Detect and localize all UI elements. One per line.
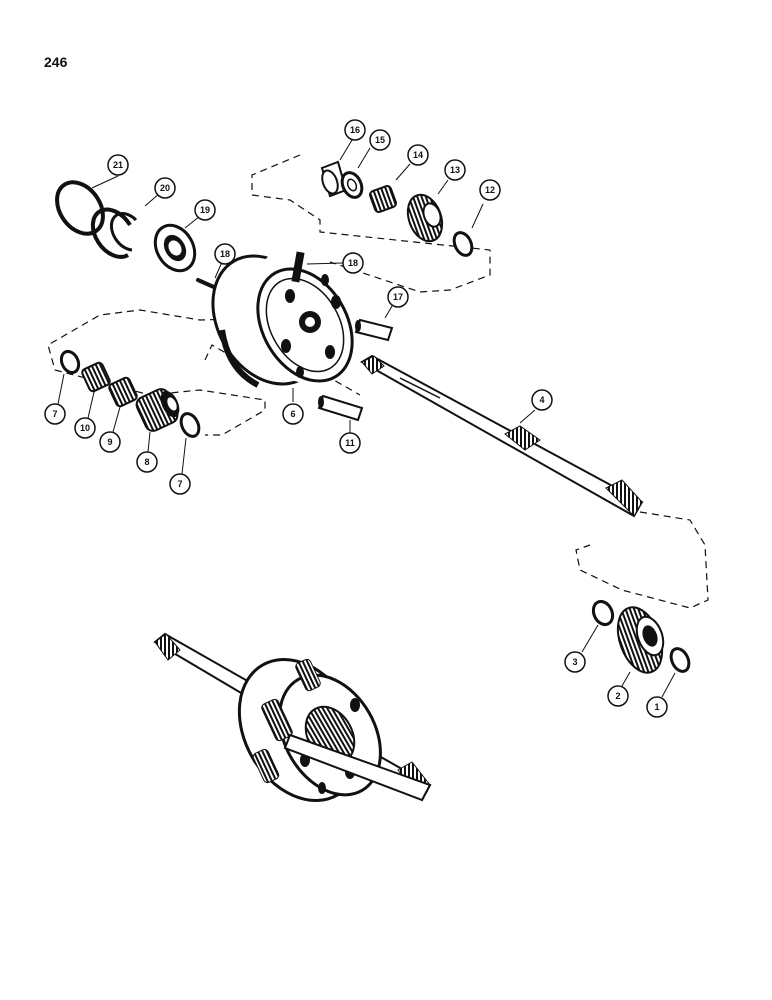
svg-text:1: 1 — [654, 702, 659, 712]
callout-3: 3 — [564, 651, 586, 673]
pinion-shaft-11 — [317, 394, 364, 433]
svg-text:18: 18 — [220, 249, 230, 259]
callout-9: 9 — [99, 431, 121, 453]
washer-7-upper — [57, 349, 81, 405]
svg-text:17: 17 — [393, 292, 403, 302]
svg-text:20: 20 — [160, 183, 170, 193]
callout-1: 1 — [646, 696, 668, 718]
callout-19: 19 — [194, 199, 216, 221]
svg-text:9: 9 — [107, 437, 112, 447]
washer-3 — [581, 599, 615, 653]
svg-text:11: 11 — [345, 438, 355, 448]
retaining-ring-21 — [55, 175, 119, 236]
svg-text:4: 4 — [539, 395, 544, 405]
callout-2: 2 — [607, 685, 629, 707]
callout-18-carrier: 18 — [306, 252, 364, 274]
callout-16: 16 — [344, 119, 366, 141]
svg-text:16: 16 — [350, 125, 360, 135]
callout-11: 11 — [339, 432, 361, 454]
svg-text:13: 13 — [450, 165, 460, 175]
svg-text:15: 15 — [375, 135, 385, 145]
callout-8: 8 — [136, 451, 158, 473]
callout-17: 17 — [387, 286, 409, 308]
needle-bearing-10 — [81, 361, 111, 419]
callout-10: 10 — [74, 417, 96, 439]
svg-text:12: 12 — [485, 185, 495, 195]
pinion-shaft-17 — [354, 305, 394, 342]
svg-text:7: 7 — [52, 409, 57, 419]
needle-bearing-14 — [369, 163, 411, 213]
callout-6: 6 — [282, 403, 304, 425]
dashed-grouping-lines — [47, 154, 709, 609]
callout-7-lower: 7 — [169, 473, 191, 495]
svg-text:18: 18 — [348, 258, 358, 268]
callout-15: 15 — [369, 129, 391, 151]
washer-12 — [452, 203, 484, 257]
callout-7-upper: 7 — [44, 403, 66, 425]
svg-text:8: 8 — [144, 457, 149, 467]
svg-text:6: 6 — [290, 409, 295, 419]
svg-text:10: 10 — [80, 423, 90, 433]
svg-text:21: 21 — [113, 160, 123, 170]
output-shaft-4 — [360, 354, 644, 518]
washer-15 — [340, 147, 371, 199]
gear-13 — [406, 179, 449, 243]
callout-12: 12 — [479, 179, 501, 201]
sun-gear-2 — [616, 606, 665, 687]
svg-text:19: 19 — [200, 205, 210, 215]
callout-21: 21 — [107, 154, 129, 176]
planet-carrier-6 — [211, 251, 354, 402]
snap-ring-1 — [661, 647, 691, 698]
svg-text:2: 2 — [615, 691, 620, 701]
needle-bearing-9 — [108, 376, 138, 433]
callout-13: 13 — [444, 159, 466, 181]
callout-14: 14 — [407, 144, 429, 166]
assembled-planetary-unit — [153, 632, 432, 803]
planet-gear-8 — [135, 388, 180, 453]
svg-text:7: 7 — [177, 479, 182, 489]
callout-18-pin: 18 — [214, 243, 236, 265]
callout-20: 20 — [154, 177, 176, 199]
washer-7-lower — [179, 412, 201, 475]
pin-18 — [196, 261, 223, 290]
page-number: 246 — [44, 54, 68, 70]
svg-text:14: 14 — [413, 150, 423, 160]
svg-text:3: 3 — [572, 657, 577, 667]
callout-4: 4 — [531, 389, 553, 411]
bearing-19 — [153, 215, 201, 273]
